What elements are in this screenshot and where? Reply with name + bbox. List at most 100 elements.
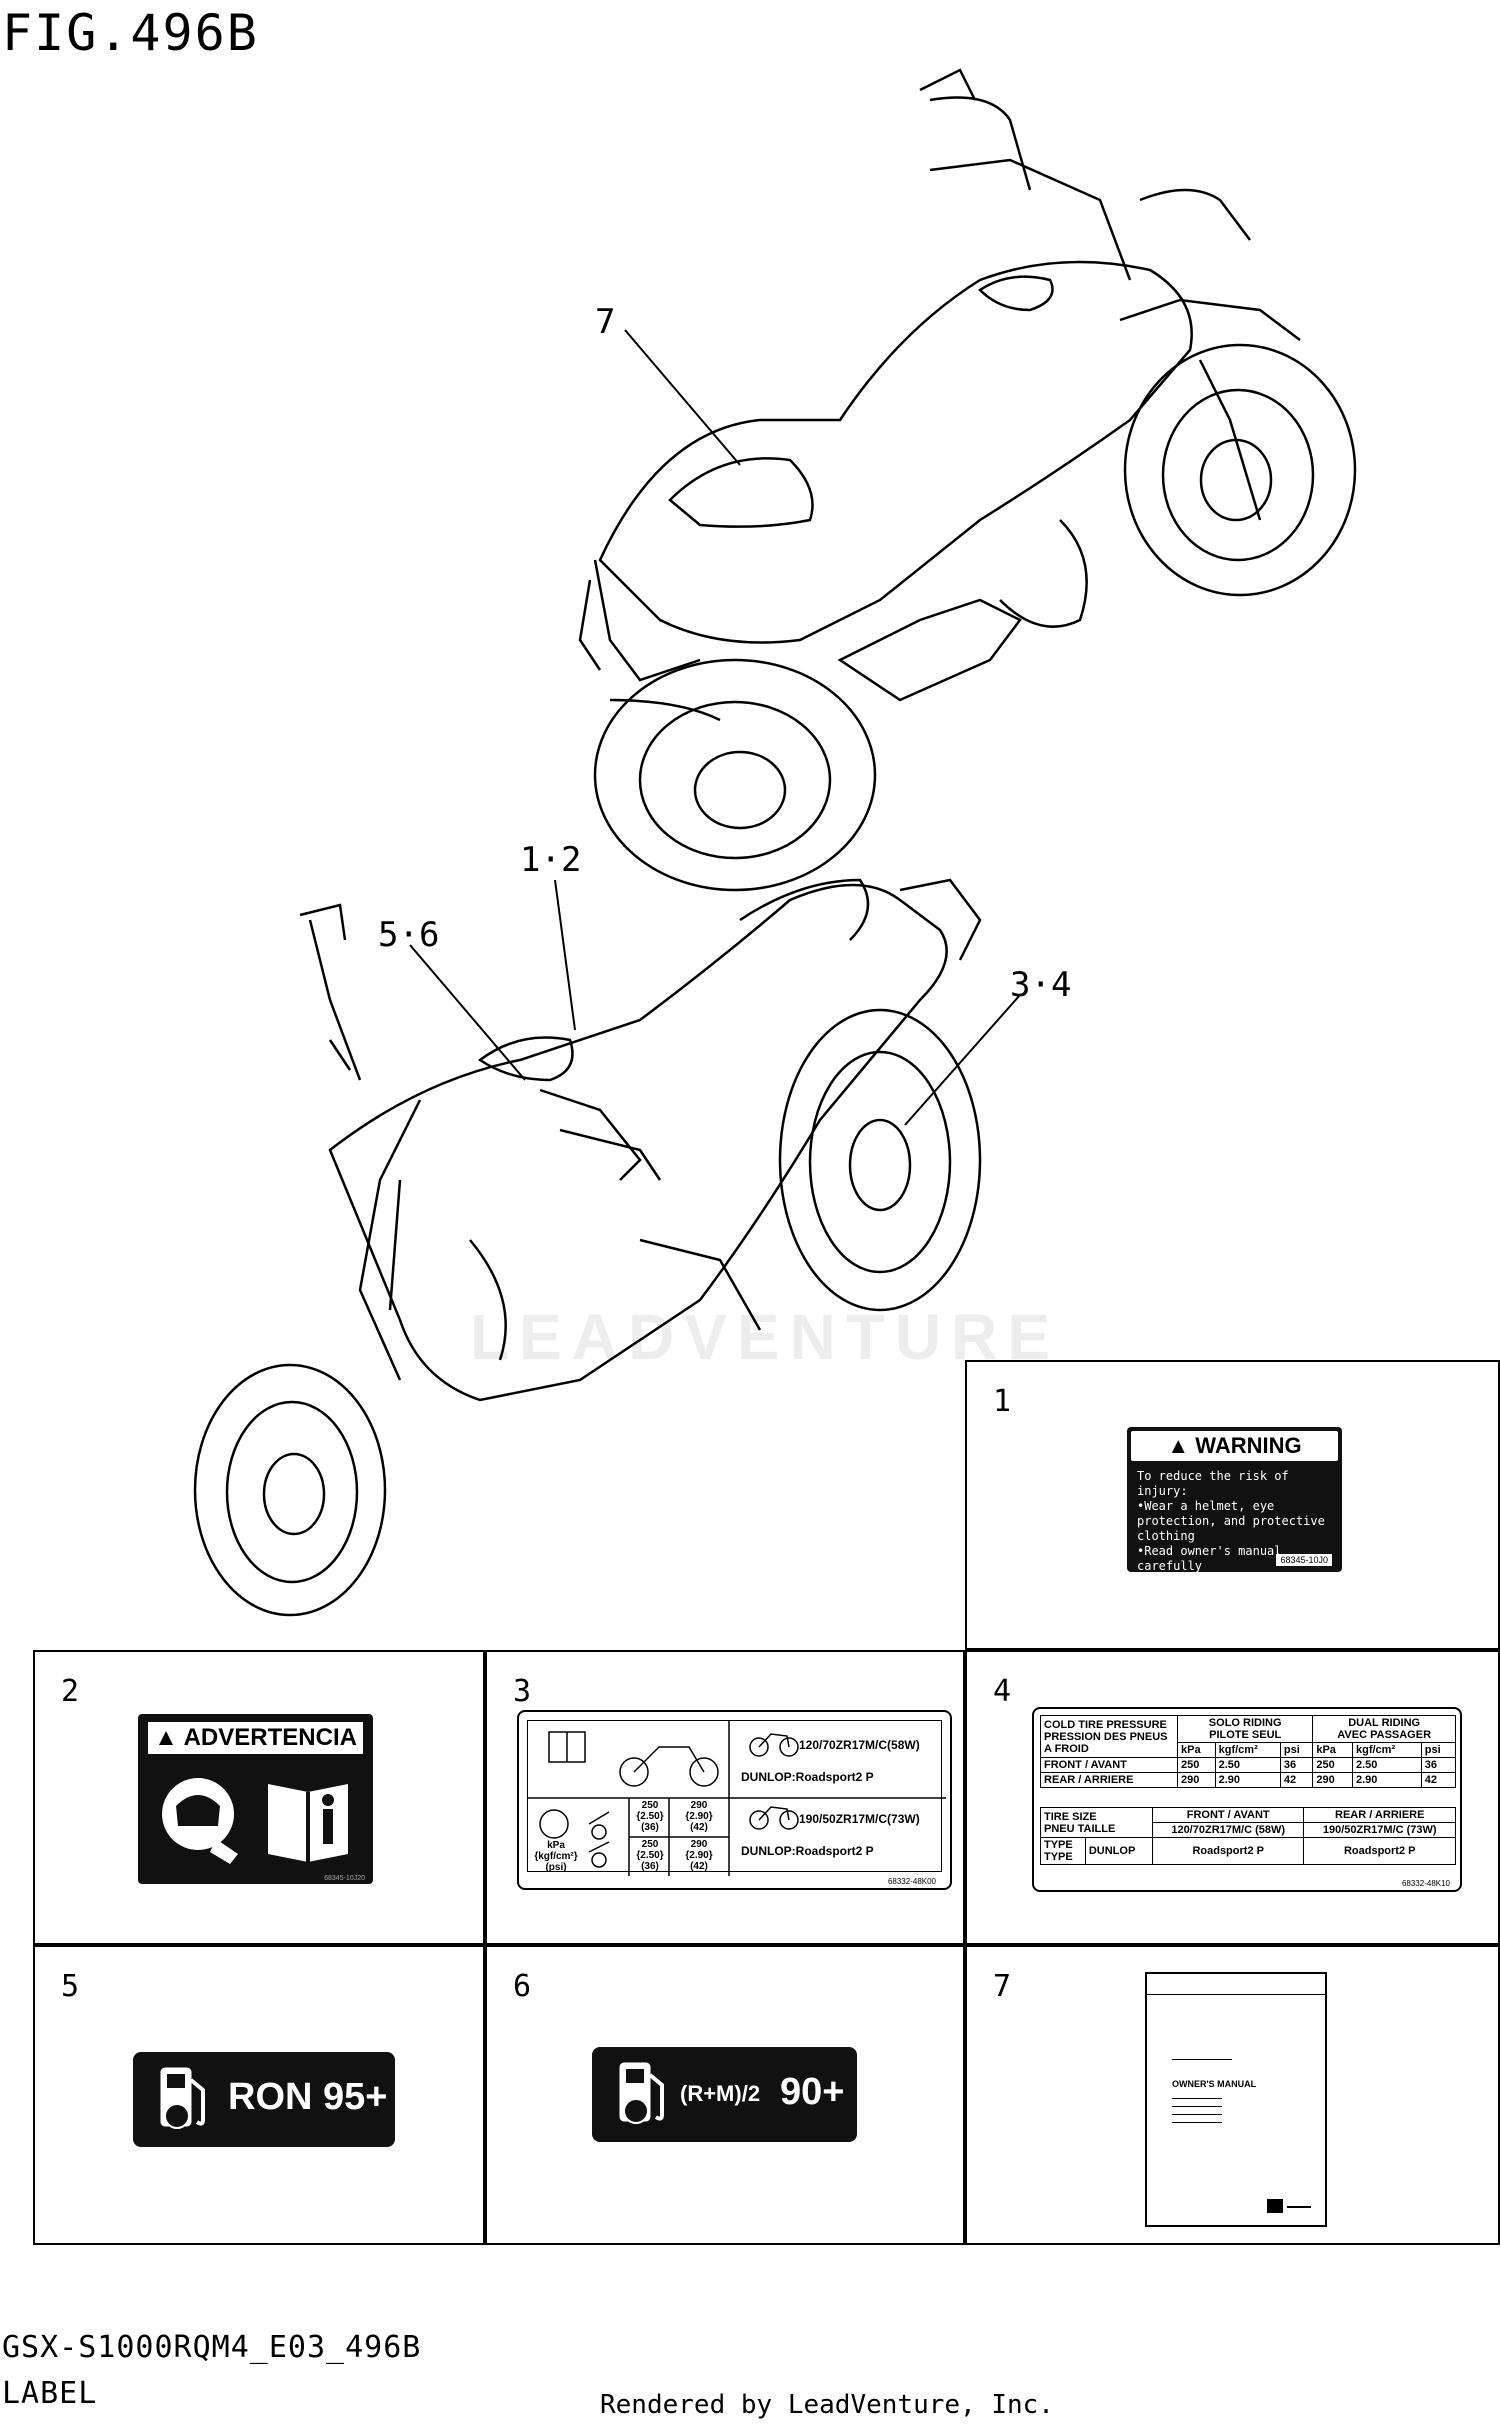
owners-manual-drawing: OWNER'S MANUAL bbox=[1145, 1972, 1327, 2227]
solo-front-pressure: 250{2.50}(36) bbox=[636, 1800, 664, 1833]
tire-label-frame bbox=[527, 1720, 942, 1872]
dual-rear-pressure: 290{2.90}(42) bbox=[685, 1839, 713, 1872]
fuel-label-ron: RON 95+ bbox=[133, 2052, 395, 2147]
fuel-pump-icon bbox=[619, 2062, 664, 2124]
fuel-pump-icon bbox=[160, 2067, 205, 2129]
value-cell: 290 bbox=[1177, 1772, 1216, 1788]
value-cell: 250 bbox=[1177, 1757, 1216, 1773]
front-tire-size: 120/70ZR17M/C(58W) bbox=[799, 1738, 920, 1752]
brand-cell: DUNLOP bbox=[1084, 1837, 1153, 1865]
leader-line-5-6 bbox=[409, 944, 526, 1081]
cell-number: 1 bbox=[993, 1384, 1012, 1419]
bottom-motorcycle-drawing bbox=[193, 878, 982, 1617]
label-code: 68345-10J20 bbox=[324, 1875, 365, 1882]
helmet-gloves-book-icon bbox=[162, 1778, 348, 1864]
manual-line bbox=[1172, 2106, 1222, 2107]
manual-line bbox=[1287, 2206, 1311, 2208]
value-cell: 290 bbox=[1312, 1772, 1353, 1788]
leader-line-3-4 bbox=[904, 994, 1021, 1126]
cell-number: 4 bbox=[993, 1674, 1012, 1709]
diagram-code: GSX-S1000RQM4_E03_496B bbox=[2, 2330, 422, 2365]
front-col-header: FRONT / AVANT bbox=[1151, 1807, 1305, 1823]
fuel-label-aki: (R+M)/2 90+ bbox=[592, 2047, 857, 2142]
value-cell: 36 bbox=[1420, 1757, 1457, 1773]
dual-front-pressure: 250{2.50}(36) bbox=[636, 1839, 664, 1872]
cell-label-5: 5 RON 95+ bbox=[33, 1945, 485, 2245]
unit-cell: kgf/cm² bbox=[1214, 1742, 1281, 1758]
advertencia-label: ▲ ADVERTENCIA 68345-10J20 bbox=[138, 1714, 373, 1884]
rear-tire-model: DUNLOP:Roadsport2 P bbox=[741, 1844, 874, 1858]
cell-label-6: 6 (R+M)/2 90+ bbox=[485, 1945, 965, 2245]
value-cell: 2.50 bbox=[1351, 1757, 1422, 1773]
label-code: 68345-10J0 bbox=[1276, 1554, 1332, 1566]
unit-cell: kgf/cm² bbox=[1351, 1742, 1422, 1758]
leader-line-1-2 bbox=[554, 879, 576, 1031]
manual-line bbox=[1172, 2114, 1222, 2115]
render-credit: Rendered by LeadVenture, Inc. bbox=[600, 2390, 1054, 2420]
label-code: 68332-48K10 bbox=[1401, 1879, 1450, 1888]
motorcycle-illustrations bbox=[193, 68, 1357, 1617]
unit-cell: kPa bbox=[1312, 1742, 1353, 1758]
manual-title: OWNER'S MANUAL bbox=[1172, 2079, 1257, 2089]
cell-number: 2 bbox=[61, 1674, 80, 1709]
tire-label-dividers bbox=[527, 1720, 946, 1876]
rear-size-cell: 190/50ZR17M/C (73W) bbox=[1303, 1822, 1456, 1838]
warning-label: ▲ WARNING To reduce the risk of injury: … bbox=[1127, 1427, 1342, 1573]
front-model-cell: Roadsport2 P bbox=[1151, 1837, 1305, 1865]
label-code: 68332-48K00 bbox=[887, 1877, 936, 1886]
manual-top-band bbox=[1147, 1994, 1325, 1995]
suzuki-logo-icon bbox=[1267, 2199, 1283, 2213]
warning-line: carefully bbox=[1137, 1559, 1203, 1573]
rear-model-cell: Roadsport2 P bbox=[1303, 1837, 1456, 1865]
warning-line: •Wear a helmet, eye bbox=[1137, 1499, 1275, 1513]
front-row-label: FRONT / AVANT bbox=[1040, 1757, 1178, 1773]
unit-cell: psi bbox=[1279, 1742, 1314, 1758]
front-tire-model: DUNLOP:Roadsport2 P bbox=[741, 1770, 874, 1784]
cell-number: 5 bbox=[61, 1969, 80, 2004]
callout-3-4: 3·4 bbox=[1010, 965, 1072, 1005]
value-cell: 2.90 bbox=[1214, 1772, 1281, 1788]
manual-line bbox=[1172, 2098, 1222, 2099]
octane-rating: RON 95+ bbox=[228, 2076, 388, 2118]
warning-heading: ▲ WARNING bbox=[1131, 1431, 1338, 1461]
tire-pressure-label: 120/70ZR17M/C(58W) DUNLOP:Roadsport2 P 1… bbox=[517, 1710, 952, 1890]
top-motorcycle-drawing bbox=[578, 68, 1357, 892]
cell-number: 7 bbox=[993, 1969, 1012, 2004]
value-cell: 2.90 bbox=[1351, 1772, 1422, 1788]
callout-5-6: 5·6 bbox=[378, 915, 440, 955]
rear-col-header: REAR / ARRIERE bbox=[1303, 1807, 1456, 1823]
leader-line-7 bbox=[624, 329, 741, 466]
watermark: LEADVENTURE bbox=[470, 1301, 1061, 1373]
front-size-cell: 120/70ZR17M/C (58W) bbox=[1151, 1822, 1305, 1838]
cell-label-1: 1 ▲ WARNING To reduce the risk of injury… bbox=[965, 1360, 1500, 1650]
cell-label-7: 7 OWNER'S MANUAL bbox=[965, 1945, 1500, 2245]
warning-line: •Read owner's manual bbox=[1137, 1544, 1282, 1558]
rear-row-label: REAR / ARRIERE bbox=[1040, 1772, 1178, 1788]
value-cell: 250 bbox=[1312, 1757, 1353, 1773]
solo-rear-pressure: 290{2.90}(42) bbox=[685, 1800, 713, 1833]
callout-1-2: 1·2 bbox=[520, 840, 582, 880]
warning-line: To reduce the risk of injury: bbox=[1137, 1469, 1289, 1498]
unit-cell: kPa bbox=[1177, 1742, 1216, 1758]
rear-tire-size: 190/50ZR17M/C(73W) bbox=[799, 1812, 920, 1826]
value-cell: 2.50 bbox=[1214, 1757, 1281, 1773]
value-cell: 42 bbox=[1279, 1772, 1314, 1788]
advertencia-heading: ▲ ADVERTENCIA bbox=[148, 1722, 363, 1754]
figure-title: FIG.496B bbox=[2, 4, 259, 62]
cell-label-3: 3 120/70ZR17M/C(58W) DUNLOP:Roadsport2 P… bbox=[485, 1650, 965, 1945]
octane-formula: (R+M)/2 bbox=[680, 2081, 761, 2106]
unit-cell: psi bbox=[1420, 1742, 1457, 1758]
pressure-units: kPa{kgf/cm²}(psi) bbox=[534, 1840, 578, 1873]
cell-label-2: 2 ▲ ADVERTENCIA 68345-10J20 bbox=[33, 1650, 485, 1945]
manual-line bbox=[1172, 2059, 1232, 2060]
cell-number: 3 bbox=[513, 1674, 532, 1709]
